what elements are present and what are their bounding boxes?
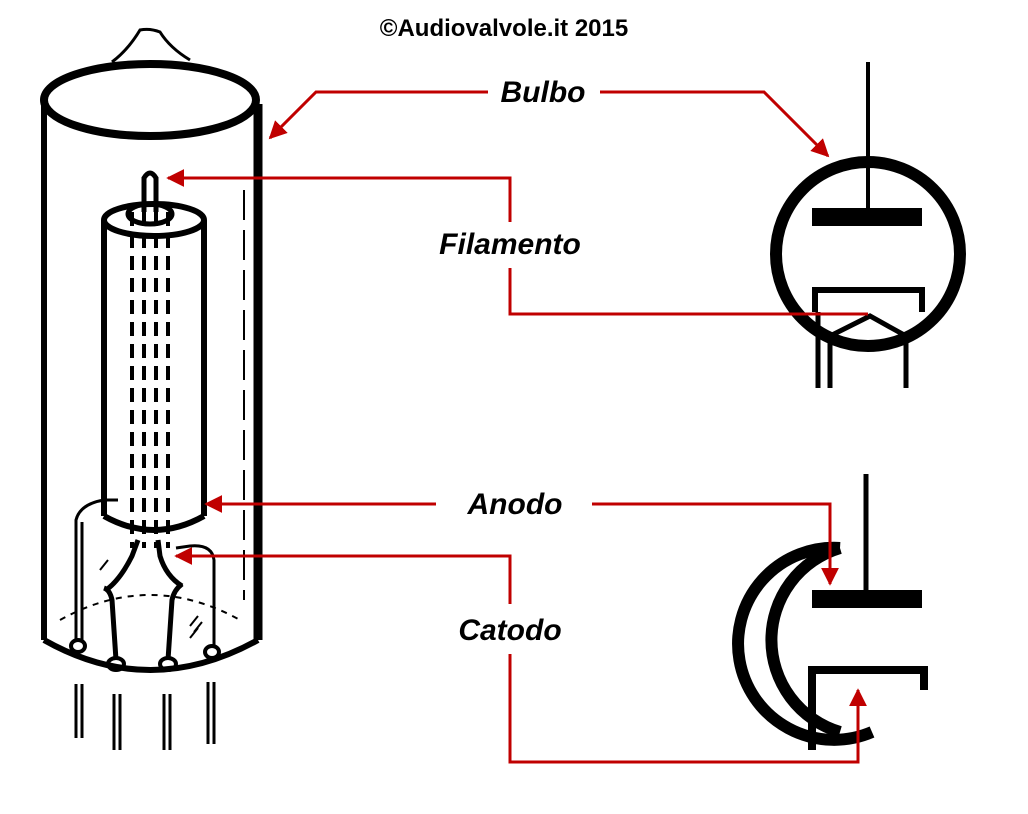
schematic-filament-tube: [770, 62, 966, 388]
plate-2: [812, 590, 922, 608]
label-filamento: Filamento: [439, 228, 581, 261]
catodo-arrow-schematic: [508, 654, 867, 764]
label-catodo: Catodo: [458, 614, 561, 647]
cathode-1: [812, 287, 925, 312]
cathode-sleeve: [125, 201, 175, 548]
catodo-arrow-tube: [174, 547, 512, 604]
bulb-tip: [111, 27, 191, 64]
copyright-title: ©Audiovalvole.it 2015: [380, 15, 628, 42]
bulb-bottom: [42, 637, 260, 673]
envelope-arc-2a: [732, 541, 875, 746]
filamento-arrow-tube: [166, 169, 512, 222]
tube-pins: [74, 682, 216, 750]
plate-1: [812, 208, 922, 226]
cathode-2: [808, 666, 928, 750]
bulb-top-rim: [40, 60, 260, 140]
envelope-circle-1: [770, 156, 966, 352]
schematic-diode-tube: [732, 474, 928, 750]
filament-1: [827, 313, 909, 388]
filament-top: [141, 170, 159, 212]
bulbo-arrow-left: [268, 90, 488, 140]
bulbo-arrow-right: [600, 90, 830, 158]
filamento-line-schematic: [508, 268, 868, 316]
tube-illustration: [40, 27, 263, 750]
anodo-arrow-schematic: [592, 502, 839, 586]
label-bulbo: Bulbo: [501, 76, 586, 109]
label-anodo: Anodo: [467, 488, 563, 521]
